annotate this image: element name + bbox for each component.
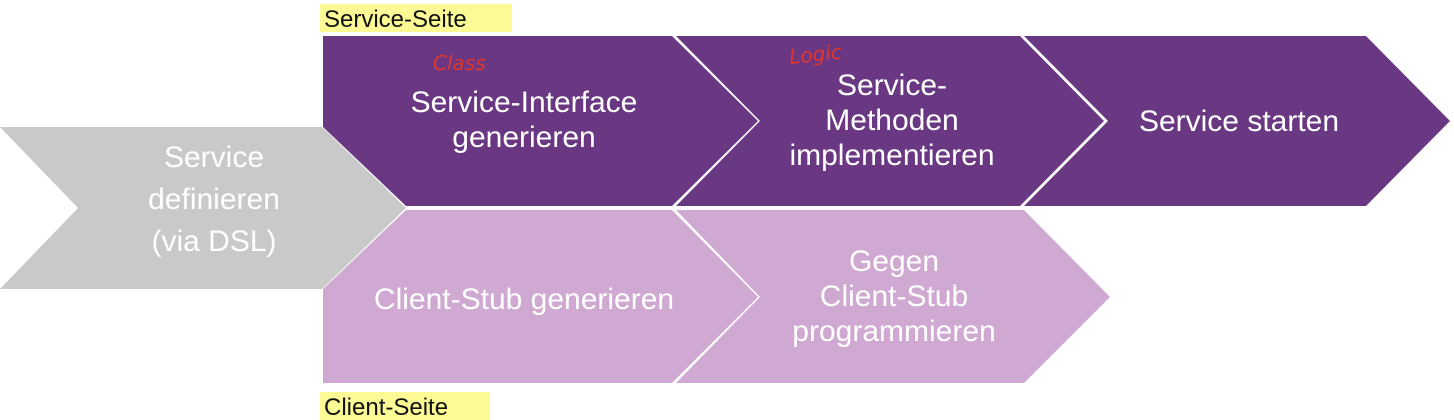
step-label-line: definieren: [148, 183, 280, 216]
step-service-methods-chevron: [676, 36, 1104, 206]
service-side-label: Service-Seite: [324, 6, 467, 33]
step-client-stub-label: Client-Stub generieren: [374, 283, 674, 316]
step-service-start-label: Service starten: [1139, 105, 1339, 138]
step-define-chevron: [0, 127, 406, 289]
annotation-logic: Logic: [788, 40, 843, 69]
step-label-line: Service: [164, 141, 264, 174]
step-label-line: Methoden: [825, 104, 958, 137]
step-client-program-chevron: [676, 210, 1110, 383]
client-side-highlight: [320, 392, 490, 420]
step-label-line: (via DSL): [151, 225, 276, 258]
step-service-interface-chevron: [323, 36, 758, 206]
step-define-label: Service definieren (via DSL): [148, 141, 280, 258]
step-label-line: implementieren: [789, 139, 994, 172]
step-client-stub-chevron: [323, 210, 758, 383]
annotation-class: Class: [433, 51, 486, 75]
step-label-line: Service starten: [1139, 105, 1339, 138]
step-label-line: Service-Interface: [411, 86, 638, 119]
step-label-line: programmieren: [792, 315, 995, 348]
step-label-line: generieren: [452, 121, 595, 154]
step-label-line: Gegen: [849, 245, 939, 278]
service-side-highlight: [320, 4, 512, 32]
step-label-line: Client-Stub: [820, 280, 968, 313]
step-label-line: Service-: [837, 69, 947, 102]
step-service-start-chevron: [1024, 36, 1450, 206]
step-label-line: Client-Stub generieren: [374, 283, 674, 316]
client-side-label: Client-Seite: [324, 394, 448, 420]
